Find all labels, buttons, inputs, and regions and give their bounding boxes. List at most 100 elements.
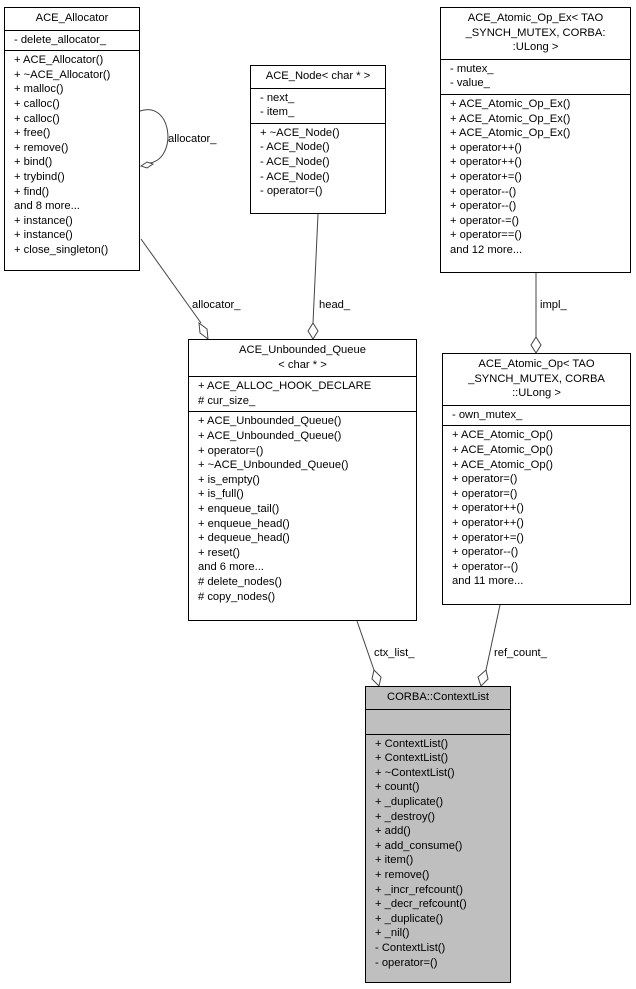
method-line: and 8 more... xyxy=(14,200,80,213)
class-ace-unbounded-queue[interactable]: ACE_Unbounded_Queue < char * > + ACE_ALLO… xyxy=(188,339,417,621)
class-attributes: - next_ - item_ xyxy=(251,87,385,123)
method-line: + remove() xyxy=(375,868,430,881)
method-line: + add() xyxy=(375,825,411,838)
method-line: - ACE_Node() xyxy=(260,170,330,183)
attribute-line: - next_ xyxy=(260,91,295,104)
class-ace-allocator[interactable]: ACE_Allocator - delete_allocator_ + ACE_… xyxy=(4,7,140,271)
method-line: - operator=() xyxy=(260,185,323,198)
method-line: + close_singleton() xyxy=(14,243,109,256)
method-line: + find() xyxy=(14,185,50,198)
class-title-line: ::ULong > xyxy=(512,387,561,400)
method-line: + operator--() xyxy=(452,546,519,559)
class-title-line: ACE_Unbounded_Queue xyxy=(239,344,366,356)
method-line: + item() xyxy=(375,854,414,867)
method-line: + operator--() xyxy=(450,185,517,198)
method-line: + ACE_Atomic_Op() xyxy=(452,429,554,442)
class-title-line: ACE_Atomic_Op_Ex< TAO xyxy=(467,12,604,24)
class-methods: + ACE_Atomic_Op()+ ACE_Atomic_Op()+ ACE_… xyxy=(443,425,630,592)
method-line: + ~ContextList() xyxy=(375,766,455,779)
edge-label-ctx-list: ctx_list_ xyxy=(374,647,415,659)
method-line: + trybind() xyxy=(14,170,65,183)
method-line: + ACE_Unbounded_Queue() xyxy=(198,415,342,428)
class-title: ACE_Atomic_Op_Ex< TAO _SYNCH_MUTEX, CORBA… xyxy=(441,8,630,59)
class-title-line: CORBA::ContextList xyxy=(387,691,489,703)
class-title-line: ACE_Atomic_Op< TAO xyxy=(478,358,595,370)
diamond-ref-count xyxy=(477,669,489,687)
edge-label-allocator-self: allocator_ xyxy=(168,133,217,145)
class-title-line: ACE_Node< char * > xyxy=(265,70,371,82)
method-line: + operator++() xyxy=(452,502,524,515)
method-line: + operator+=() xyxy=(452,531,524,544)
method-line: + operator=() xyxy=(452,473,518,486)
class-ace-atomic-op[interactable]: ACE_Atomic_Op< TAO_SYNCH_MUTEX, CORBA::U… xyxy=(442,353,631,605)
class-title: CORBA::ContextList xyxy=(366,687,510,709)
method-line: + _duplicate() xyxy=(375,795,444,808)
method-line: + ACE_Atomic_Op() xyxy=(452,458,554,471)
method-line: + operator--() xyxy=(452,560,519,573)
class-attributes: - mutex_- value_ xyxy=(441,58,630,94)
method-line: + ~ACE_Unbounded_Queue() xyxy=(198,459,349,472)
method-line: + operator++() xyxy=(450,156,522,169)
method-line: + operator==() xyxy=(450,229,522,242)
method-line: + enqueue_head() xyxy=(198,517,290,530)
edge-head xyxy=(312,213,319,324)
edge-allocator-queue xyxy=(140,238,202,324)
diamond-allocator-queue xyxy=(198,321,209,341)
method-line: and 6 more... xyxy=(198,561,264,574)
method-line: + operator--() xyxy=(450,200,517,213)
class-methods: + ACE_Atomic_Op_Ex()+ ACE_Atomic_Op_Ex()… xyxy=(441,93,630,261)
edge-label-head: head_ xyxy=(319,299,351,311)
edge-label-ref-count: ref_count_ xyxy=(494,647,547,659)
method-line: - ACE_Node() xyxy=(260,141,330,154)
method-line: + ACE_Unbounded_Queue() xyxy=(198,429,342,442)
class-title-line: < char * > xyxy=(278,358,327,371)
class-methods: + ACE_Unbounded_Queue()+ ACE_Unbounded_Q… xyxy=(189,411,416,607)
method-line: + free() xyxy=(14,127,51,140)
class-title-line: _SYNCH_MUTEX, CORBA xyxy=(468,372,605,385)
method-line: + remove() xyxy=(14,141,69,154)
attribute-line: - delete_allocator_ xyxy=(14,33,107,46)
edge-ref-count xyxy=(485,604,501,671)
class-corba-context-list[interactable]: CORBA::ContextList + ContextList()+ Cont… xyxy=(365,686,511,983)
class-title: ACE_Atomic_Op< TAO_SYNCH_MUTEX, CORBA::U… xyxy=(443,354,630,405)
attribute-line: - own_mutex_ xyxy=(452,408,523,421)
method-line: + operator=() xyxy=(198,444,264,457)
attribute-line: - item_ xyxy=(260,106,295,119)
method-line: + operator=() xyxy=(452,487,518,500)
method-line: + ACE_Atomic_Op_Ex() xyxy=(450,97,571,110)
diamond-head xyxy=(307,322,319,340)
method-line: and 11 more... xyxy=(452,575,524,588)
edge-ctx-list xyxy=(356,620,375,671)
method-line: + _incr_refcount() xyxy=(375,883,463,896)
method-line: + instance() xyxy=(14,229,73,242)
attribute-line: - mutex_ xyxy=(450,62,494,75)
method-line: + calloc() xyxy=(14,97,60,110)
method-line: + _destroy() xyxy=(375,810,436,823)
class-methods: + ~ACE_Node()- ACE_Node()- ACE_Node()- A… xyxy=(251,122,385,202)
class-title: ACE_Node< char * > xyxy=(251,66,385,88)
class-title-line: _SYNCH_MUTEX, CORBA: xyxy=(465,26,606,39)
class-ace-atomic-op-ex[interactable]: ACE_Atomic_Op_Ex< TAO _SYNCH_MUTEX, CORBA… xyxy=(440,7,631,273)
method-line: + _decr_refcount() xyxy=(375,898,467,911)
method-line: + ContextList() xyxy=(375,737,449,750)
method-line: - operator=() xyxy=(375,956,438,969)
method-line: + ~ACE_Node() xyxy=(260,126,340,139)
diamond-allocator-self xyxy=(139,161,155,169)
class-attributes xyxy=(366,708,510,734)
method-line: # copy_nodes() xyxy=(198,590,276,603)
method-line: - ContextList() xyxy=(375,941,446,954)
class-attributes: + ACE_ALLOC_HOOK_DECLARE# cur_size_ xyxy=(189,376,416,411)
method-line: + _duplicate() xyxy=(375,912,444,925)
attribute-line: # cur_size_ xyxy=(198,394,256,407)
method-line: + is_empty() xyxy=(198,473,260,486)
method-line: + ACE_Allocator() xyxy=(14,54,104,67)
diamond-impl xyxy=(530,336,542,354)
class-methods: + ACE_Allocator()+ ~ACE_Allocator()+ mal… xyxy=(5,50,139,260)
method-line: + dequeue_head() xyxy=(198,532,290,545)
class-ace-node[interactable]: ACE_Node< char * > - next_ - item_ + ~ACE… xyxy=(250,65,386,214)
class-attributes: - delete_allocator_ xyxy=(5,29,139,51)
method-line: + operator++() xyxy=(450,141,522,154)
method-line: + operator+=() xyxy=(450,170,522,183)
edge-label-allocator-queue: allocator_ xyxy=(192,299,241,311)
